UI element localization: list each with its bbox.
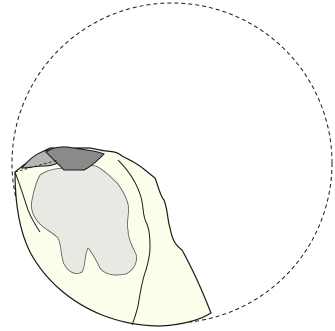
fragment-drawing: [0, 0, 335, 331]
figure-canvas: [0, 0, 335, 331]
